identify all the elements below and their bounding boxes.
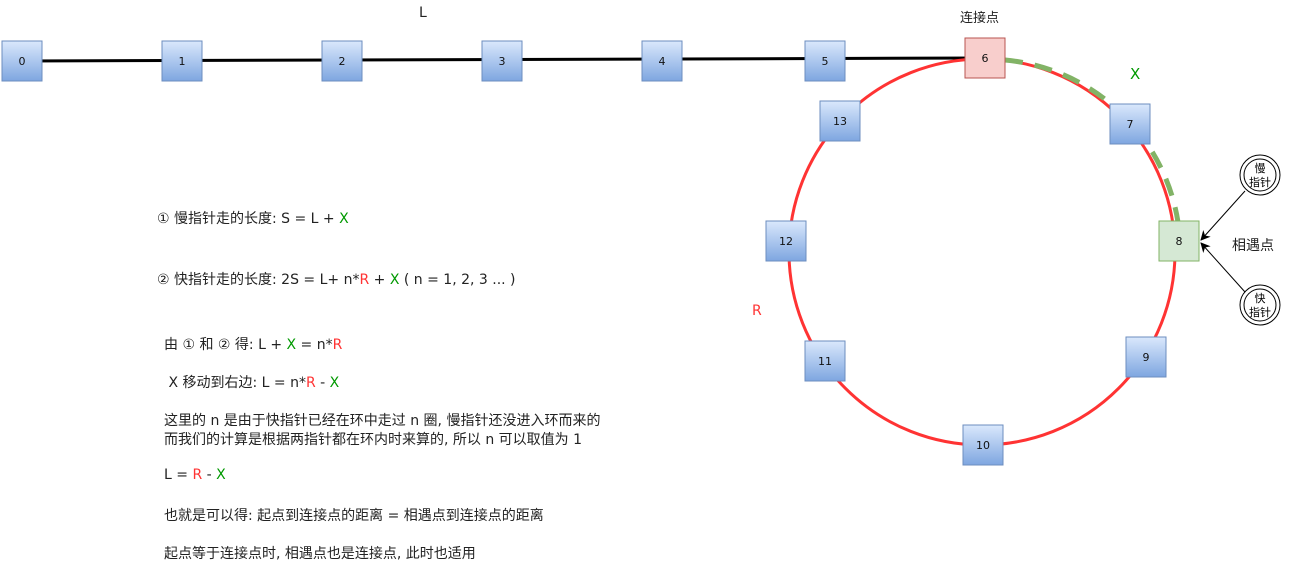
svg-text:指针: 指针 (1249, 175, 1271, 189)
node-label: 7 (1127, 118, 1134, 131)
label-l: L (419, 5, 427, 21)
node-label: 3 (499, 55, 506, 68)
svg-text:慢: 慢 (1255, 162, 1266, 175)
conclusion: 也就是可以得: 起点到连接点的距离 = 相遇点到连接点的距离 (164, 508, 544, 524)
label-r: R (752, 303, 762, 319)
node-9: 9 (1125, 336, 1167, 378)
node-label: 13 (833, 115, 847, 128)
node-label: 4 (659, 55, 666, 68)
node-2: 2 (321, 40, 363, 82)
node-label: 1 (179, 55, 186, 68)
node-7: 7 (1109, 103, 1151, 145)
fast-pointer-marker: 快指针 (1239, 284, 1281, 326)
node-13: 13 (819, 100, 861, 142)
node-label: 5 (822, 55, 829, 68)
svg-text:快: 快 (1255, 292, 1266, 305)
label-connect-point: 连接点 (960, 11, 1000, 26)
node-11: 11 (804, 340, 846, 382)
node-label: 12 (779, 235, 793, 248)
fast-arrow (1200, 242, 1246, 293)
equation-slow: ① 慢指针走的长度: S = L + X (157, 211, 349, 227)
equation-derived: 由 ① 和 ② 得: L + X = n*R (164, 337, 343, 353)
node-8: 8 (1158, 220, 1200, 262)
node-3: 3 (481, 40, 523, 82)
slow-arrow (1200, 190, 1246, 241)
label-meet-point: 相遇点 (1232, 238, 1274, 254)
node-5: 5 (804, 40, 846, 82)
node-4: 4 (641, 40, 683, 82)
node-label: 8 (1176, 235, 1183, 248)
slow-pointer-marker: 慢指针 (1239, 154, 1281, 196)
node-label: 11 (818, 355, 832, 368)
node-10: 10 (962, 424, 1004, 466)
x-dashed-arc (1004, 57, 1181, 223)
equation-final: L = R - X (164, 467, 226, 483)
note: 起点等于连接点时, 相遇点也是连接点, 此时也适用 (164, 546, 476, 562)
node-label: 2 (339, 55, 346, 68)
node-label: 6 (982, 52, 989, 65)
label-x: X (1130, 65, 1141, 83)
node-12: 12 (765, 220, 807, 262)
node-1: 1 (161, 40, 203, 82)
node-0: 0 (1, 40, 43, 82)
explanation-line-2: 而我们的计算是根据两指针都在环内时来算的, 所以 n 可以取值为 1 (164, 432, 583, 448)
equation-fast: ② 快指针走的长度: 2S = L+ n*R + X ( n = 1, 2, 3… (157, 272, 516, 288)
node-label: 10 (976, 439, 990, 452)
node-label: 0 (19, 55, 26, 68)
explanation-line-1: 这里的 n 是由于快指针已经在环中走过 n 圈, 慢指针还没进入环而来的 (164, 413, 601, 429)
equation-move: X 移动到右边: L = n*R - X (164, 375, 340, 391)
node-label: 9 (1143, 351, 1150, 364)
svg-text:指针: 指针 (1249, 305, 1271, 319)
node-6: 6 (964, 37, 1006, 79)
